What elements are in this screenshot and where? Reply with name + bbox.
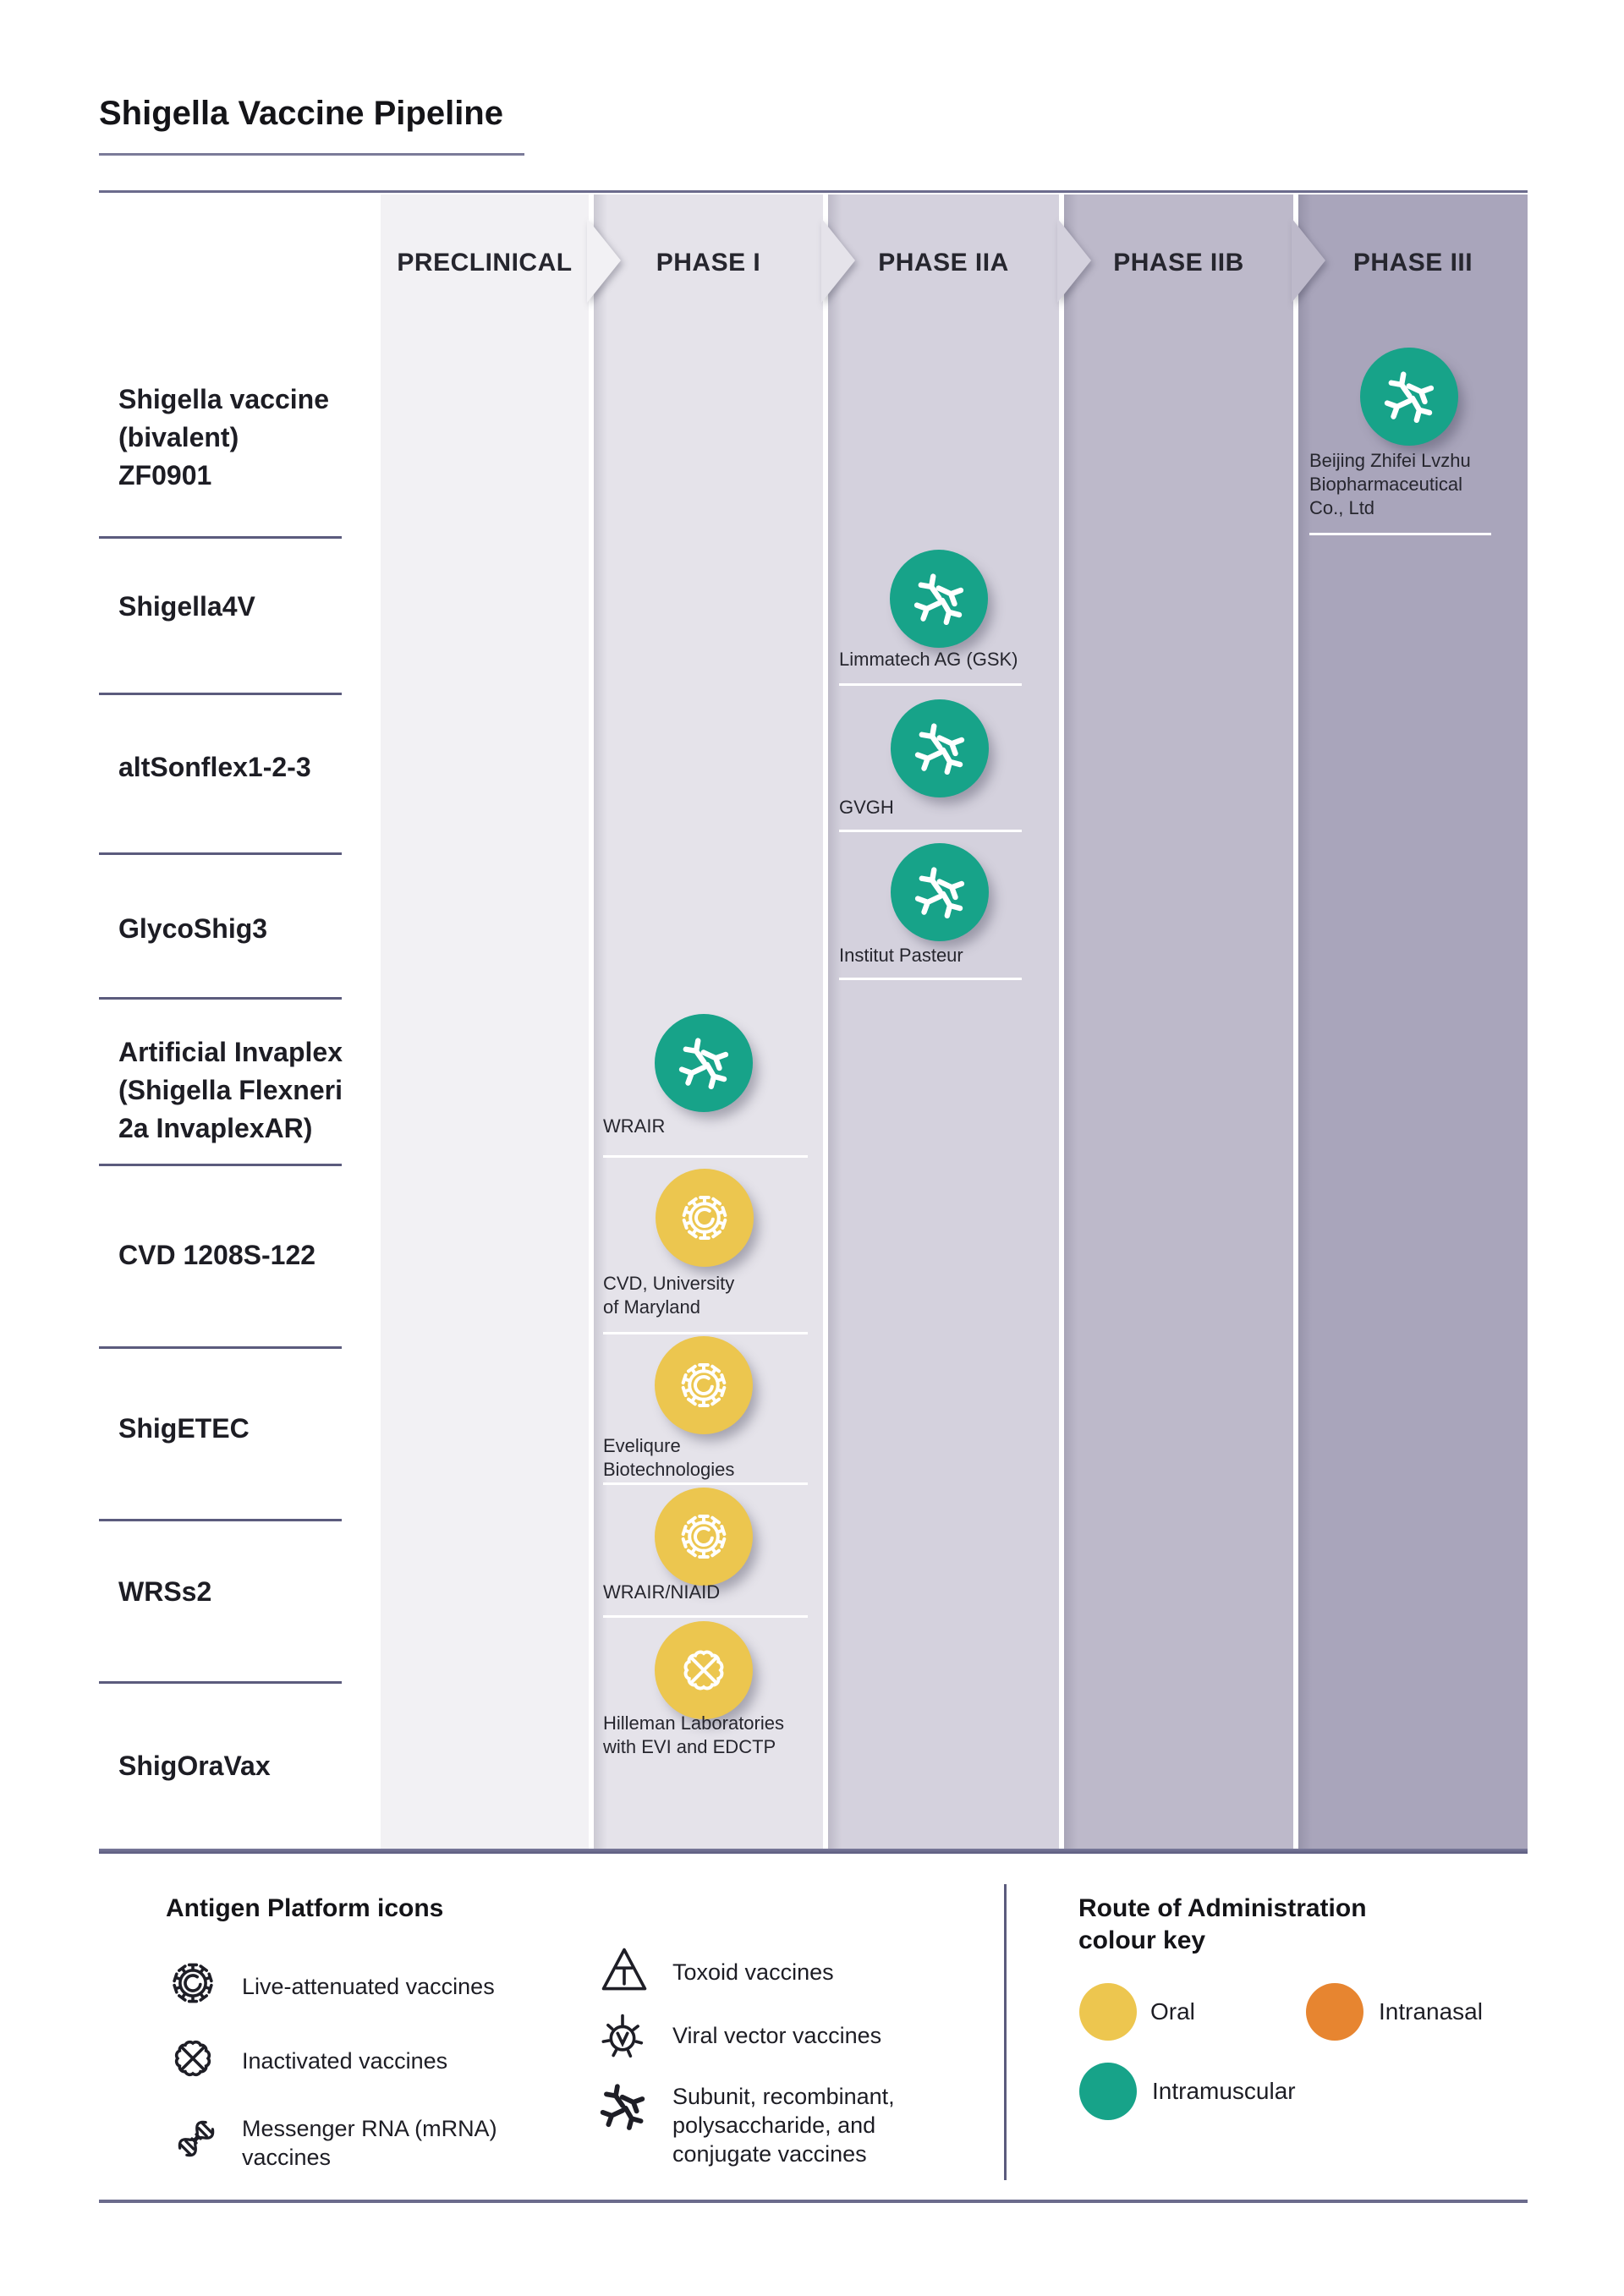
phase-band-phase-iib: PHASE IIB bbox=[1064, 195, 1293, 1849]
subunit-conjugate-vaccine-icon bbox=[891, 843, 989, 941]
subunit-conjugate-icon bbox=[906, 858, 974, 926]
intranasal-route-dot bbox=[1306, 1983, 1363, 2041]
row-separator bbox=[99, 536, 342, 539]
intramuscular-route-dot bbox=[1079, 2063, 1137, 2120]
phase-header-phase-i: PHASE I bbox=[656, 249, 761, 277]
live-attenuated-vaccine-icon bbox=[655, 1488, 753, 1586]
toxoid-icon bbox=[594, 1940, 655, 2001]
band-edge-shadow bbox=[828, 195, 842, 1849]
live-attenuated-icon bbox=[162, 1953, 223, 2014]
organization-underline bbox=[603, 1155, 808, 1158]
vaccine-label-wrss2: WRSs2 bbox=[118, 1576, 212, 1607]
inactivated-icon bbox=[670, 1636, 738, 1704]
organization-underline bbox=[839, 683, 1022, 686]
platform-legend-heading: Antigen Platform icons bbox=[166, 1894, 444, 1922]
legend-label-viral-vector: Viral vector vaccines bbox=[672, 2023, 882, 2048]
subunit-conjugate-icon bbox=[592, 2076, 653, 2137]
organization-label: WRAIR/NIAID bbox=[603, 1581, 721, 1603]
organization-underline bbox=[603, 1615, 808, 1618]
phase-header-phase-iia: PHASE IIA bbox=[878, 249, 1009, 277]
organization-label: GVGH bbox=[839, 797, 894, 818]
organization-underline bbox=[1309, 533, 1491, 535]
phase-band-phase-iia: PHASE IIA bbox=[828, 195, 1059, 1849]
row-separator bbox=[99, 1346, 342, 1349]
live-attenuated-icon bbox=[670, 1351, 738, 1419]
legend-label-intranasal: Intranasal bbox=[1379, 1998, 1483, 2025]
legend-label-mrna: Messenger RNA (mRNA) vaccines bbox=[242, 2116, 497, 2170]
live-attenuated-icon bbox=[671, 1184, 738, 1252]
subunit-conjugate-vaccine-icon bbox=[655, 1014, 753, 1112]
inactivated-icon bbox=[162, 2028, 223, 2089]
chevron-arrow-icon bbox=[587, 218, 621, 303]
phase-band-preclinical: PRECLINICAL bbox=[381, 195, 589, 1849]
subunit-conjugate-vaccine-icon bbox=[891, 699, 989, 797]
page-title: Shigella Vaccine Pipeline bbox=[99, 95, 503, 132]
page-bottom-rule bbox=[99, 2200, 1528, 2203]
chevron-arrow-icon bbox=[821, 218, 855, 303]
legend-label-inactivated: Inactivated vaccines bbox=[242, 2048, 448, 2074]
phase-header-preclinical: PRECLINICAL bbox=[397, 249, 573, 277]
chevron-arrow-icon bbox=[1057, 218, 1091, 303]
vaccine-label-glycoshig3: GlycoShig3 bbox=[118, 913, 268, 944]
organization-label: Institut Pasteur bbox=[839, 945, 963, 966]
band-edge-shadow bbox=[594, 195, 607, 1849]
organization-label: Hilleman Laboratories with EVI and EDCTP bbox=[603, 1712, 784, 1757]
subunit-conjugate-icon bbox=[905, 565, 973, 633]
mrna-icon bbox=[165, 2109, 226, 2170]
vaccine-label-cvd-1208s: CVD 1208S-122 bbox=[118, 1240, 316, 1270]
organization-label: Beijing Zhifei Lvzhu Biopharmaceutical C… bbox=[1309, 450, 1471, 518]
title-underline bbox=[99, 153, 524, 156]
vaccine-label-artificial-invaplex: Artificial Invaplex (Shigella Flexneri 2… bbox=[118, 1037, 343, 1143]
inactivated-vaccine-icon bbox=[655, 1621, 753, 1719]
phase-header-phase-iii: PHASE III bbox=[1352, 249, 1473, 277]
route-legend-heading: Route of Administration colour key bbox=[1078, 1894, 1367, 1954]
live-attenuated-icon bbox=[670, 1503, 738, 1570]
row-separator bbox=[99, 693, 342, 695]
row-separator bbox=[99, 1519, 342, 1521]
legend-label-oral: Oral bbox=[1150, 1998, 1195, 2025]
row-separator bbox=[99, 997, 342, 1000]
vaccine-label-altsonflex: altSonflex1-2-3 bbox=[118, 752, 311, 782]
row-separator bbox=[99, 852, 342, 855]
organization-underline bbox=[603, 1482, 808, 1485]
organization-label: WRAIR bbox=[603, 1115, 666, 1137]
vaccine-label-shigetec: ShigETEC bbox=[118, 1413, 250, 1444]
band-edge-shadow bbox=[1298, 195, 1312, 1849]
diagram-bottom-rule bbox=[99, 1849, 1528, 1854]
legend-divider bbox=[1004, 1884, 1007, 2180]
subunit-conjugate-icon bbox=[1375, 363, 1443, 430]
organization-underline bbox=[839, 978, 1022, 980]
phase-band-phase-iii: PHASE III bbox=[1298, 195, 1528, 1849]
diagram-top-rule bbox=[99, 190, 1528, 193]
live-attenuated-vaccine-icon bbox=[656, 1169, 754, 1267]
subunit-conjugate-icon bbox=[906, 715, 974, 782]
organization-label: CVD, University of Maryland bbox=[603, 1273, 735, 1318]
band-edge-shadow bbox=[1064, 195, 1078, 1849]
chevron-arrow-icon bbox=[1292, 218, 1325, 303]
subunit-conjugate-icon bbox=[670, 1029, 738, 1097]
legend-label-subunit: Subunit, recombinant, polysaccharide, an… bbox=[672, 2084, 895, 2167]
oral-route-dot bbox=[1079, 1983, 1137, 2041]
legend-label-intramuscular: Intramuscular bbox=[1152, 2078, 1296, 2104]
phase-header-phase-iib: PHASE IIB bbox=[1113, 249, 1244, 277]
legend-label-toxoid: Toxoid vaccines bbox=[672, 1959, 834, 1985]
organization-underline bbox=[839, 830, 1022, 832]
organization-label: Eveliqure Biotechnologies bbox=[603, 1435, 735, 1480]
organization-underline bbox=[603, 1332, 808, 1334]
live-attenuated-vaccine-icon bbox=[655, 1336, 753, 1434]
vaccine-label-shigella4v: Shigella4V bbox=[118, 591, 255, 622]
row-separator bbox=[99, 1164, 342, 1166]
row-separator bbox=[99, 1681, 342, 1684]
subunit-conjugate-vaccine-icon bbox=[890, 550, 988, 648]
organization-label: Limmatech AG (GSK) bbox=[839, 649, 1018, 670]
vaccine-label-zf0901: Shigella vaccine (bivalent) ZF0901 bbox=[118, 384, 330, 490]
legend-label-live-attenuated: Live-attenuated vaccines bbox=[242, 1974, 495, 1999]
vaccine-label-shigoravax: ShigOraVax bbox=[118, 1751, 271, 1781]
viral-vector-icon bbox=[592, 2006, 653, 2067]
subunit-conjugate-vaccine-icon bbox=[1360, 348, 1458, 446]
